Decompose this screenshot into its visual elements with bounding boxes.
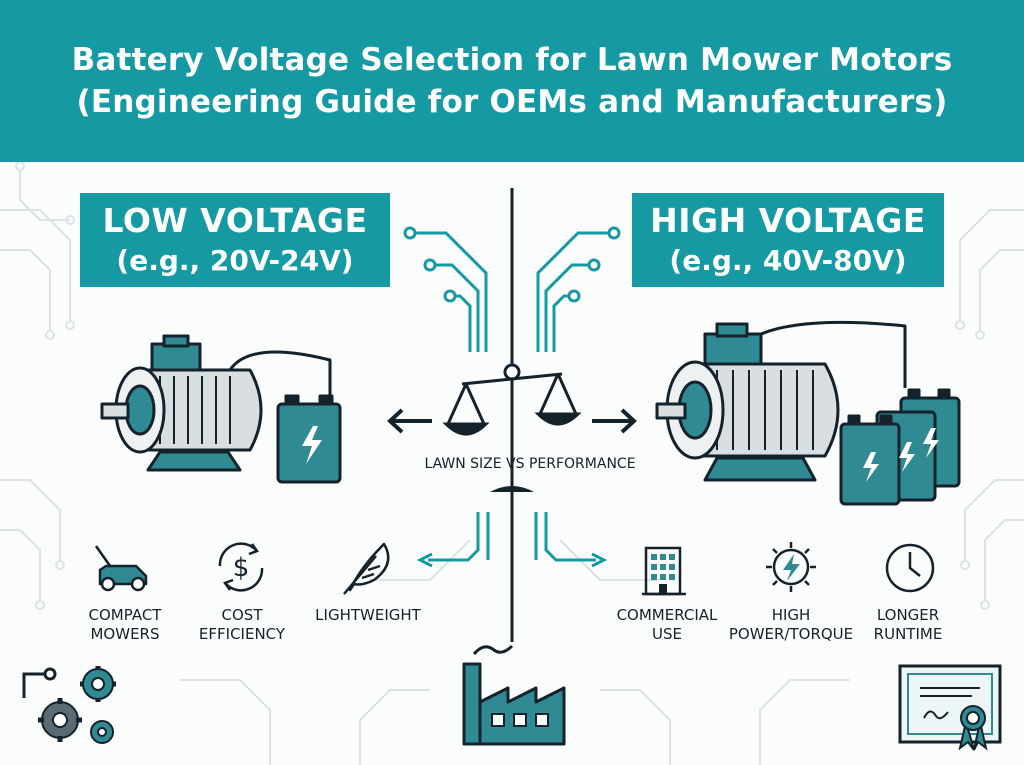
page-title-line2: (Engineering Guide for OEMs and Manufact… [76,84,948,120]
feature-label-lightweight: LIGHTWEIGHT [315,606,421,624]
arrow-right-small-icon [591,552,608,568]
factory-icon [462,644,566,746]
low-voltage-title: LOW VOLTAGE [102,201,368,240]
high-voltage-motor-illustration [655,320,961,506]
low-voltage-motor-illustration [100,334,342,484]
lawn-mower-icon [94,545,148,592]
dollar-cycle-icon: $ [218,542,264,592]
svg-text:$: $ [233,553,250,583]
feature-label-longer-runtime: LONGER RUNTIME [873,606,943,643]
high-voltage-box: HIGH VOLTAGE (e.g., 40V-80V) [632,193,944,287]
scale-base [490,486,534,492]
clock-icon [885,543,935,593]
header-banner: Battery Voltage Selection for Lawn Mower… [0,0,1024,162]
feature-label-commercial-use: COMMERCIAL USE [616,606,718,643]
arrow-left-small-icon [416,552,433,568]
low-voltage-box: LOW VOLTAGE (e.g., 20V-24V) [80,193,390,287]
balance-caption: LAWN SIZE VS PERFORMANCE [424,456,636,472]
high-voltage-title: HIGH VOLTAGE [650,201,926,240]
feather-icon [343,542,390,595]
high-voltage-range: (e.g., 40V-80V) [669,244,907,277]
balance-scale-icon [442,363,582,436]
page-title-line1: Battery Voltage Selection for Lawn Mower… [71,42,953,78]
feature-label-compact-mowers: COMPACT MOWERS [88,606,162,643]
feature-label-high-power-torque: HIGH POWER/TORQUE [728,606,854,643]
feature-label-cost-efficiency: COST EFFICIENCY [198,606,286,643]
power-gear-icon [766,542,816,592]
gears-icon [22,666,116,744]
certificate-icon [898,664,1002,751]
low-voltage-range: (e.g., 20V-24V) [116,244,354,277]
office-building-icon [642,546,686,596]
